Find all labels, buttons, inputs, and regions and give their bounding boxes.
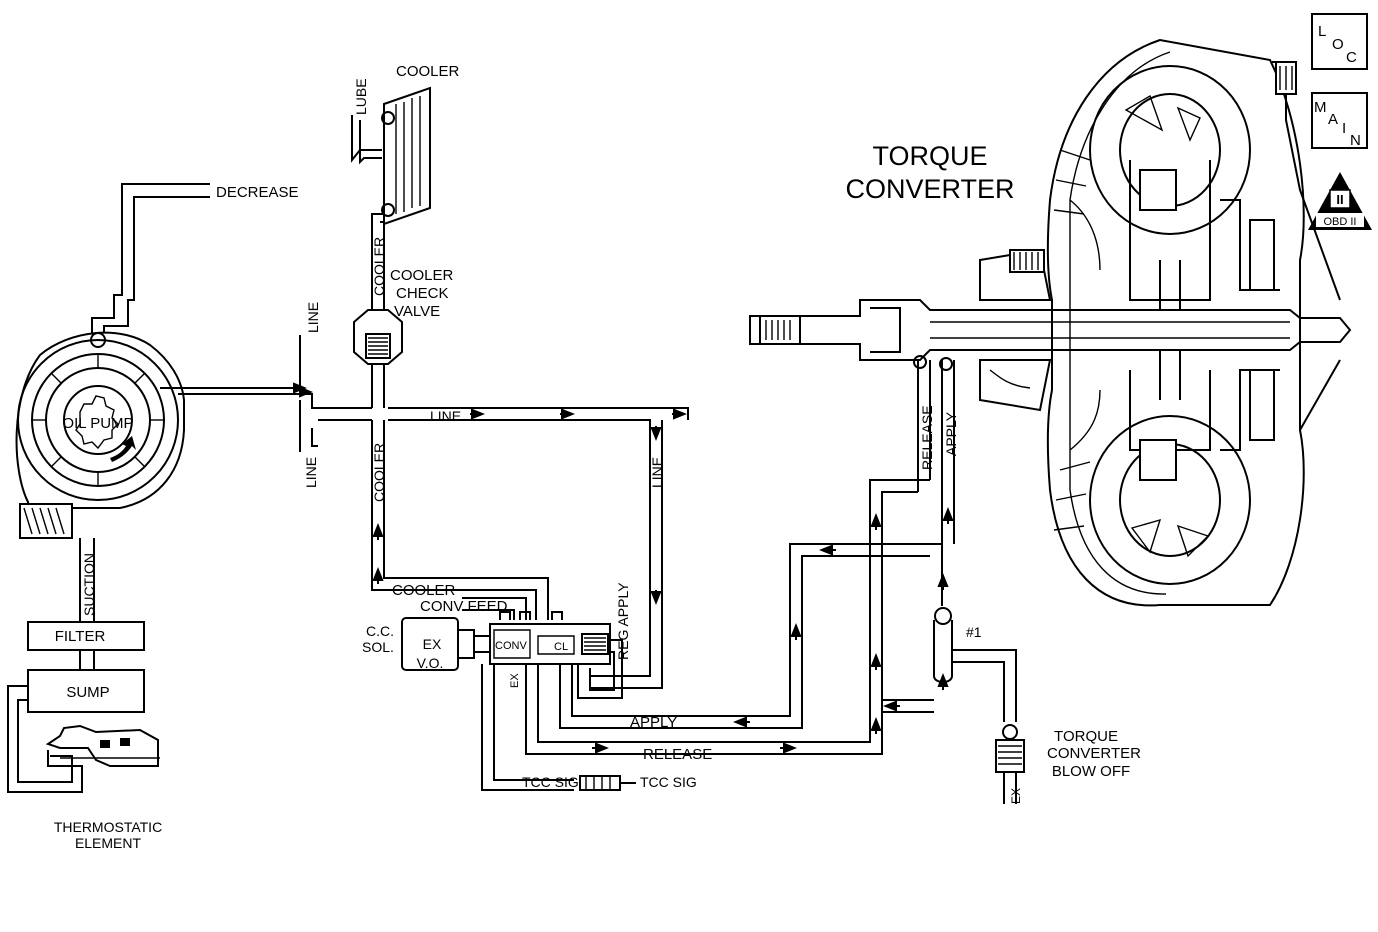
apply-bottom-label: APPLY	[630, 714, 677, 731]
obd-ii-badge: II OBD II	[1308, 172, 1372, 230]
ex-blow-off-label: EX	[1009, 788, 1023, 804]
decrease-label: DECREASE	[216, 184, 299, 201]
release-bottom-label: RELEASE	[643, 746, 712, 763]
release-vertical-label: RELEASE	[919, 405, 935, 470]
suction-filter-sump: SUCTION FILTER SUMP THERMOSTATIC ELEMENT	[7, 538, 162, 851]
pump-spring	[19, 503, 73, 539]
apply-release-circuit: APPLY RELEASE TCC SIG TCC SIG RELEASE AP…	[481, 360, 959, 791]
filter-label: FILTER	[55, 628, 106, 645]
apply-vertical-label: APPLY	[943, 411, 959, 456]
ex-valve-label: EX	[509, 673, 521, 688]
line-upper-label: LINE	[305, 302, 321, 333]
main-letter-m: M	[1314, 99, 1327, 116]
cooler-check-valve-line-3: VALVE	[394, 303, 440, 320]
title-line-2: CONVERTER	[845, 174, 1014, 204]
thermostatic-line-1: THERMOSTATIC	[54, 819, 162, 835]
conv-valve-label: CONV	[495, 640, 527, 652]
blow-off-line-1: TORQUE	[1054, 728, 1118, 745]
vo-label: V.O.	[417, 655, 444, 671]
conv-feed-label: CONV FEED	[420, 598, 508, 615]
decrease-circuit: DECREASE	[91, 183, 299, 333]
obd-label: OBD II	[1323, 216, 1356, 228]
loc-badge: L O C	[1311, 13, 1368, 70]
title-line-1: TORQUE	[872, 141, 987, 171]
line-circuit: LINE LINE LINE LINE	[160, 302, 689, 689]
line-horizontal-label: LINE	[430, 408, 461, 424]
sump-label: SUMP	[66, 684, 109, 701]
lube-label: LUBE	[353, 78, 369, 115]
tcc-sig-left-label: TCC SIG	[522, 774, 579, 790]
thermostatic-element	[45, 724, 160, 767]
oil-pump-label: OIL PUMP	[62, 415, 133, 432]
cc-sol-line-2: SOL.	[362, 639, 394, 655]
tcc-sig-right-label: TCC SIG	[640, 774, 697, 790]
cooler-check-valve-line-2: CHECK	[396, 285, 449, 302]
loc-letter-o: O	[1332, 36, 1344, 53]
cooler-return-circuit: COOLER	[371, 420, 450, 591]
thermostatic-line-2: ELEMENT	[75, 835, 142, 851]
cooler: COOLER LUBE	[351, 63, 460, 226]
main-letter-a: A	[1328, 111, 1338, 128]
cooler-check-valve: COOLER COOLER CHECK VALVE	[353, 213, 454, 408]
sump-box	[27, 669, 145, 713]
loc-letter-l: L	[1318, 23, 1326, 40]
cooler-title-label: COOLER	[396, 63, 460, 80]
cooler-vertical-top-label: COOLER	[371, 237, 387, 296]
suction-label: SUCTION	[81, 553, 97, 616]
ex-solenoid-label: EX	[423, 636, 442, 652]
cl-valve-label: CL	[554, 641, 568, 653]
cooler-vertical-mid-label: COOLER	[371, 443, 387, 502]
torque-converter-cutaway	[749, 38, 1352, 607]
line-right-label: LINE	[649, 457, 665, 488]
converter-clutch-valve: CONV CL EX COOLER CONV FEED REG APPLY	[392, 577, 631, 699]
filter-box	[27, 621, 145, 651]
line-lower-label: LINE	[303, 457, 319, 488]
main-letter-i: I	[1342, 120, 1346, 137]
main-letter-n: N	[1350, 132, 1361, 149]
loc-letter-c: C	[1346, 49, 1357, 66]
cc-sol-line-1: C.C.	[366, 623, 394, 639]
obd-roman: II	[1336, 192, 1343, 207]
cooler-check-valve-line-1: COOLER	[390, 267, 454, 284]
diagram-title: TORQUE CONVERTER	[845, 141, 1014, 204]
cooler-feed-label: COOLER	[392, 582, 456, 599]
check-ball-1: #1	[882, 573, 1017, 722]
blow-off-line-2: CONVERTER	[1047, 745, 1141, 762]
tc-blow-off-valve: EX TORQUE CONVERTER BLOW OFF	[995, 724, 1141, 804]
cc-solenoid: C.C. SOL. EX V.O.	[362, 617, 490, 671]
blow-off-line-3: BLOW OFF	[1052, 763, 1130, 780]
check-ball-label: #1	[966, 624, 982, 640]
oil-pump: OIL PUMP	[15, 331, 185, 539]
main-badge: M A I N	[1311, 92, 1368, 149]
